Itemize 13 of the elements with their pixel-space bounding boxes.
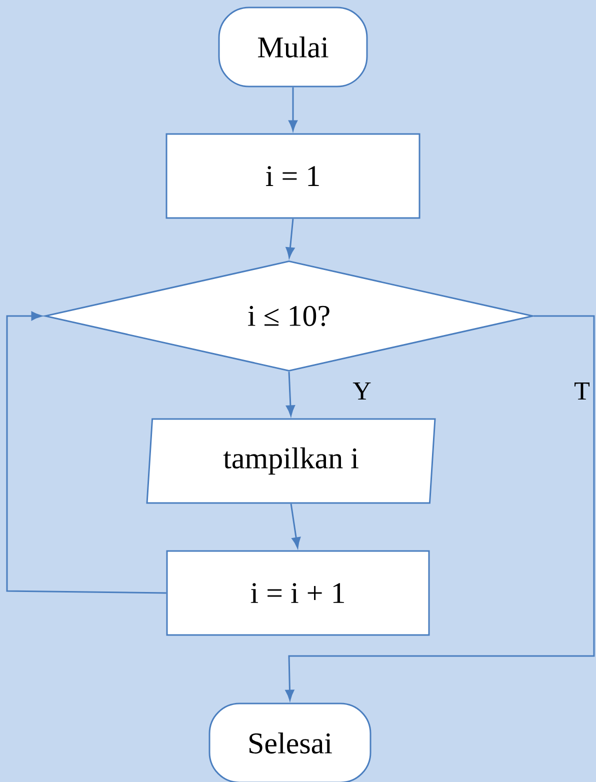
terminal-box: Selesai	[208, 702, 372, 782]
arrow	[285, 315, 595, 700]
process-box: i = 1	[166, 133, 420, 219]
process-box: i = i + 1	[166, 550, 430, 636]
arrow	[288, 87, 298, 131]
arrow	[286, 218, 295, 258]
arrow	[6, 312, 166, 594]
edge-label: Y	[352, 382, 371, 400]
terminal-box: Mulai	[218, 6, 368, 88]
arrow	[290, 504, 301, 548]
edge-label: T	[574, 382, 590, 400]
arrow	[286, 372, 295, 416]
io-parallelogram: tampilkan i	[146, 418, 436, 504]
